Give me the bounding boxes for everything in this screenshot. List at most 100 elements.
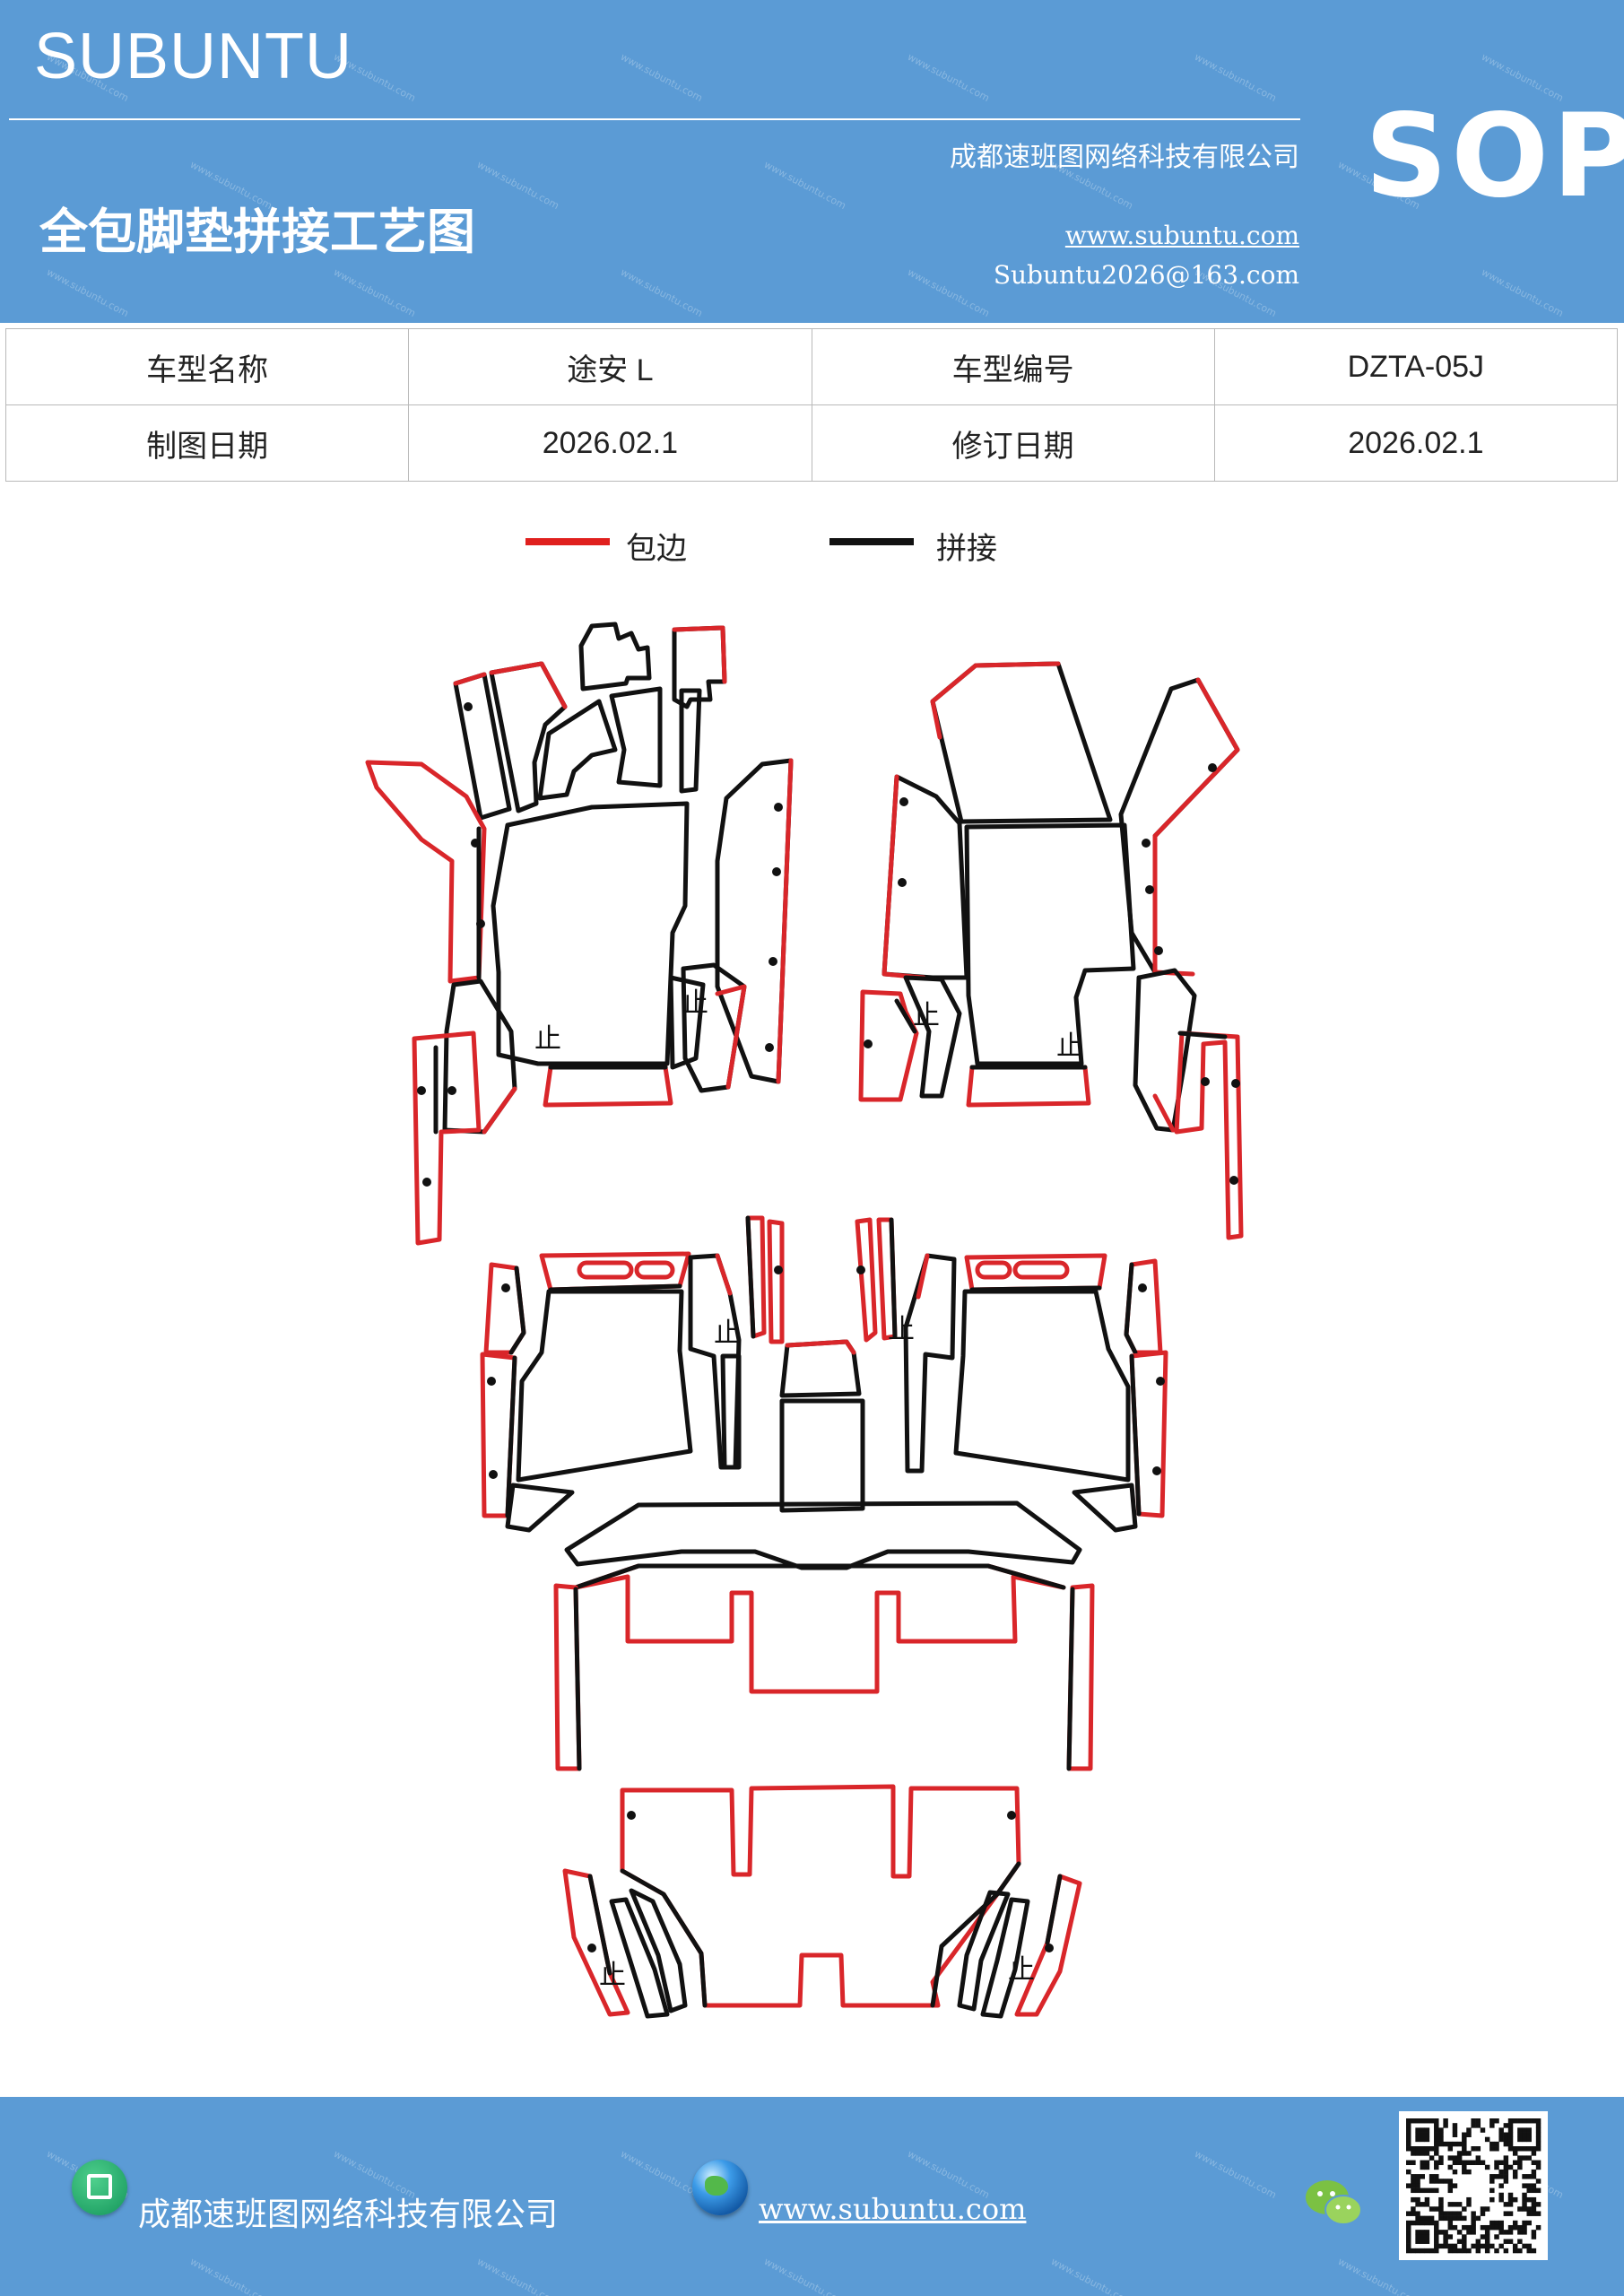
fastener-dot [899, 797, 908, 806]
watermark-text: www.subuntu.com [1479, 265, 1566, 320]
fastener-dot [587, 1944, 596, 1952]
fastener-dot [501, 1283, 510, 1292]
revision-date-value: 2026.02.1 [1213, 404, 1619, 482]
stop-marker: 止 [534, 1023, 561, 1055]
mat-edge [1152, 1093, 1176, 1133]
revision-date-label: 修订日期 [811, 404, 1215, 482]
watermark-text: www.subuntu.com [44, 265, 131, 320]
mat-piece [668, 975, 706, 1070]
email-address[interactable]: Subuntu2026@163.com [993, 260, 1299, 290]
mat-edge [1129, 1353, 1142, 1517]
fastener-dot [1156, 1377, 1165, 1386]
stop-marker: 止 [714, 1318, 741, 1349]
website-link[interactable]: www.subuntu.com [1064, 221, 1299, 250]
legend-swatch-edge [525, 538, 610, 545]
fastener-dot [1145, 885, 1154, 894]
mat-edge [745, 1215, 756, 1339]
fastener-dot [447, 1086, 456, 1095]
fastener-dot [464, 702, 473, 711]
mat-edge [881, 774, 926, 980]
mat-piece [1133, 968, 1197, 1133]
mat-piece [1118, 677, 1240, 975]
fastener-dot [471, 839, 480, 848]
mat-piece [930, 661, 1113, 824]
mat-piece [491, 801, 690, 1066]
document-title: 全包脚垫拼接工艺图 [39, 203, 475, 260]
fastener-dot [774, 1265, 783, 1274]
legend: 包边 拼接 [0, 520, 1624, 574]
mat-edge [453, 672, 487, 686]
fastener-dot [1231, 1079, 1240, 1088]
mat-piece [609, 686, 663, 788]
fastener-dot [774, 803, 783, 812]
mat-piece [980, 1897, 1030, 2019]
mat-piece [966, 1065, 1091, 1108]
footer-company-name: 成都速班图网络科技有限公司 [138, 2196, 559, 2233]
mat-edge [672, 625, 727, 684]
fastener-dot [476, 919, 485, 928]
fastener-dot [489, 1470, 498, 1479]
qr-code[interactable] [1399, 2111, 1548, 2260]
diagram-pieces [365, 622, 1244, 2019]
stop-markers: 止 止 止 止 止 止 止 止 [534, 987, 1083, 1991]
rear-strip-group [553, 1563, 1095, 1771]
fastener-dot [1152, 1466, 1161, 1475]
model-name-label: 车型名称 [4, 328, 410, 405]
watermark-text: www.subuntu.com [1048, 2255, 1135, 2296]
mat-piece [855, 1217, 878, 1343]
mat-piece [537, 699, 618, 801]
mat-edge [1124, 1262, 1138, 1355]
fastener-dot [1142, 839, 1151, 848]
watermark-text: www.subuntu.com [474, 158, 561, 213]
legend-swatch-seam [829, 538, 914, 545]
fastener-dot [1201, 1077, 1210, 1086]
mat-edge [482, 1086, 517, 1135]
fastener-dot [487, 1377, 496, 1386]
mat-edge [1177, 1031, 1228, 1039]
front-left-mat-group [365, 622, 794, 1246]
mat-piece [767, 1219, 785, 1344]
watermark-text: www.subuntu.com [618, 265, 705, 320]
mat-piece [679, 688, 702, 794]
watermark-text: www.subuntu.com [1335, 2255, 1422, 2296]
model-code-label: 车型编号 [811, 328, 1215, 405]
mat-edge [916, 1253, 930, 1300]
watermark-text: www.subuntu.com [905, 50, 992, 105]
watermark-text: www.subuntu.com [905, 265, 992, 320]
wechat-icon[interactable] [1304, 2178, 1363, 2228]
fastener-dot [1138, 1283, 1147, 1292]
company-name: 成都速班图网络科技有限公司 [950, 142, 1299, 173]
mat-piece [688, 1253, 742, 1470]
footer-website-link[interactable]: www.subuntu.com [759, 2192, 1027, 2226]
mat-piece [412, 1031, 482, 1246]
watermark-text: www.subuntu.com [474, 2255, 561, 2296]
fastener-dot [898, 878, 907, 887]
vehicle-info-table: 车型名称 途安 L 车型编号 DZTA-05J 制图日期 2026.02.1 修… [4, 328, 1619, 482]
fastener-dot [769, 957, 777, 966]
stop-marker: 止 [599, 1960, 626, 1991]
mat-piece [779, 1339, 862, 1398]
sop-badge: SOP [1365, 90, 1624, 223]
fastener-dot [864, 1039, 873, 1048]
mat-piece [543, 1065, 673, 1108]
building-icon [72, 2160, 127, 2215]
mat-edge [889, 1217, 898, 1339]
front-right-mat-group [858, 661, 1244, 1240]
fastener-dot [417, 1086, 426, 1095]
mat-piece [1012, 1260, 1070, 1280]
watermark-text: www.subuntu.com [187, 2255, 274, 2296]
mat-piece [975, 1260, 1012, 1280]
watermark-text: www.subuntu.com [618, 50, 705, 105]
stop-marker: 止 [682, 987, 708, 1019]
fastener-dot [627, 1811, 636, 1820]
stop-marker: 止 [888, 1314, 915, 1345]
mat-piece [858, 989, 919, 1102]
floor-mat-diagram: 止 止 止 止 止 止 止 止 [365, 622, 1244, 2019]
fastener-dot [1154, 946, 1163, 955]
mat-piece [577, 1260, 634, 1280]
fastener-dot [422, 1178, 431, 1187]
watermark-text: www.subuntu.com [761, 2255, 848, 2296]
mat-piece [1072, 1483, 1138, 1533]
mat-piece [715, 758, 794, 1084]
watermark-text: www.subuntu.com [1192, 2147, 1279, 2202]
